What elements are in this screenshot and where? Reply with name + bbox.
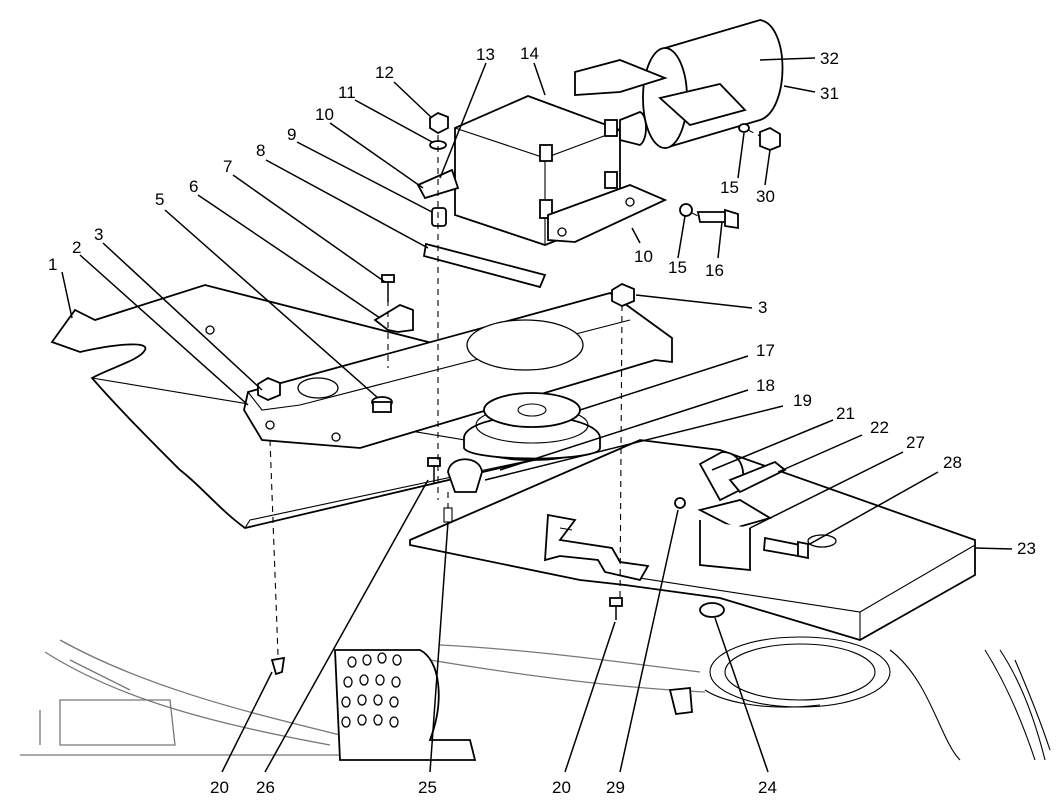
callout-24: 24 xyxy=(758,778,777,797)
callout-30: 30 xyxy=(756,187,775,206)
callout-21: 21 xyxy=(836,404,855,423)
hardware xyxy=(257,111,809,676)
callout-20: 20 xyxy=(552,778,571,797)
callout-5: 5 xyxy=(155,190,164,209)
perforated-grid xyxy=(341,652,402,728)
callout-2: 2 xyxy=(72,238,81,257)
cylinder-cover xyxy=(574,19,784,149)
callout-19: 19 xyxy=(793,391,812,410)
leader-lines xyxy=(61,57,1013,773)
callout-13: 13 xyxy=(476,45,495,64)
callout-18: 18 xyxy=(756,376,775,395)
callout-16: 16 xyxy=(705,261,724,280)
callout-1: 1 xyxy=(48,255,57,274)
callout-17: 17 xyxy=(756,341,775,360)
callout-15: 15 xyxy=(668,258,687,277)
electric-clutch xyxy=(416,95,668,246)
callout-7: 7 xyxy=(223,157,232,176)
callout-31: 31 xyxy=(820,84,839,103)
callout-25: 25 xyxy=(418,778,437,797)
callout-28: 28 xyxy=(943,453,962,472)
callout-10: 10 xyxy=(315,105,334,124)
callout-22: 22 xyxy=(870,418,889,437)
callout-8: 8 xyxy=(256,141,265,160)
chute-plate xyxy=(409,439,976,641)
callout-3: 3 xyxy=(758,298,767,317)
callout-26: 26 xyxy=(256,778,275,797)
callout-11: 11 xyxy=(338,83,356,102)
callout-6: 6 xyxy=(189,177,198,196)
callout-12: 12 xyxy=(375,63,394,82)
callout-20: 20 xyxy=(210,778,229,797)
callout-32: 32 xyxy=(820,49,839,68)
callout-14: 14 xyxy=(520,44,539,63)
assembly-lines xyxy=(269,129,761,656)
callout-23: 23 xyxy=(1017,539,1036,558)
callout-29: 29 xyxy=(606,778,625,797)
mower-frame xyxy=(20,636,1051,761)
pulley xyxy=(463,392,601,461)
callout-9: 9 xyxy=(287,125,296,144)
callout-15: 15 xyxy=(720,178,739,197)
callout-27: 27 xyxy=(906,433,925,452)
callout-10: 10 xyxy=(634,247,653,266)
callout-3: 3 xyxy=(94,225,103,244)
callout-labels: 1 2 3 5 6 7 8 9 10 11 12 13 14 32 31 15 … xyxy=(48,44,1036,797)
